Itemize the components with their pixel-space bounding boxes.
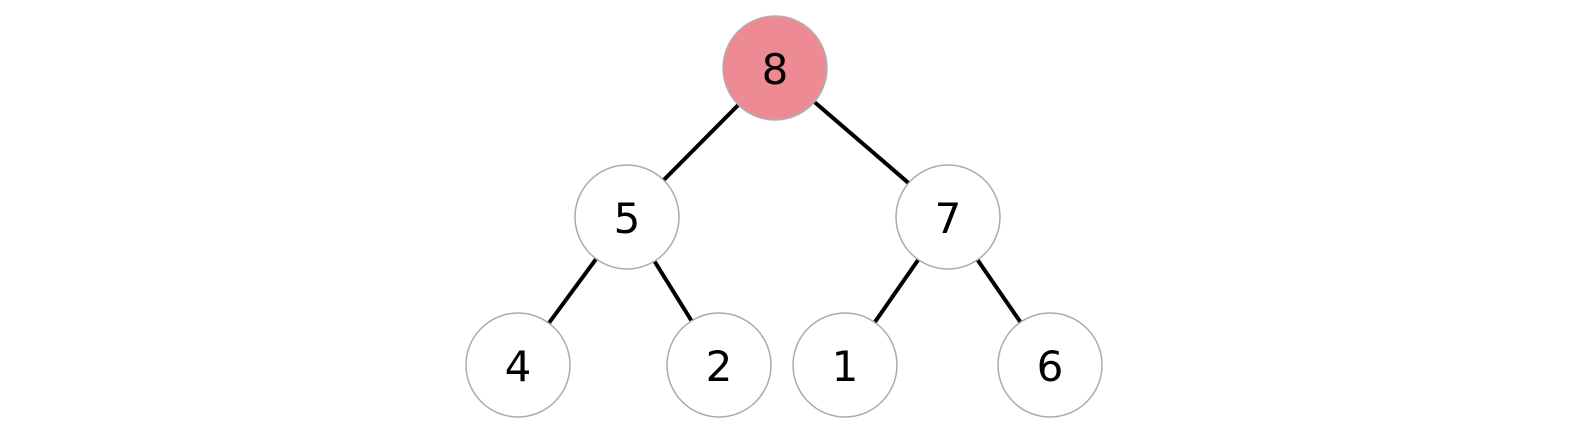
tree-node-label: 2: [706, 342, 733, 391]
tree-node-5: 5: [574, 164, 680, 270]
tree-node-1: 1: [792, 312, 898, 418]
tree-node-6: 6: [997, 312, 1103, 418]
tree-node-circle: [574, 164, 680, 270]
tree-node-8: 8: [722, 15, 828, 121]
tree-node-circle: [895, 164, 1001, 270]
tree-node-circle: [997, 312, 1103, 418]
tree-node-circle: [792, 312, 898, 418]
tree-node-label: 1: [832, 342, 859, 391]
tree-node-label: 7: [935, 194, 962, 243]
tree-node-7: 7: [895, 164, 1001, 270]
tree-node-label: 6: [1037, 342, 1064, 391]
tree-node-2: 2: [666, 312, 772, 418]
tree-node-circle: [465, 312, 571, 418]
tree-node-label: 5: [614, 194, 641, 243]
tree-node-label: 4: [505, 342, 532, 391]
tree-node-4: 4: [465, 312, 571, 418]
tree-node-label: 8: [762, 45, 789, 94]
tree-node-circle: [666, 312, 772, 418]
tree-node-circle-highlighted: [722, 15, 828, 121]
